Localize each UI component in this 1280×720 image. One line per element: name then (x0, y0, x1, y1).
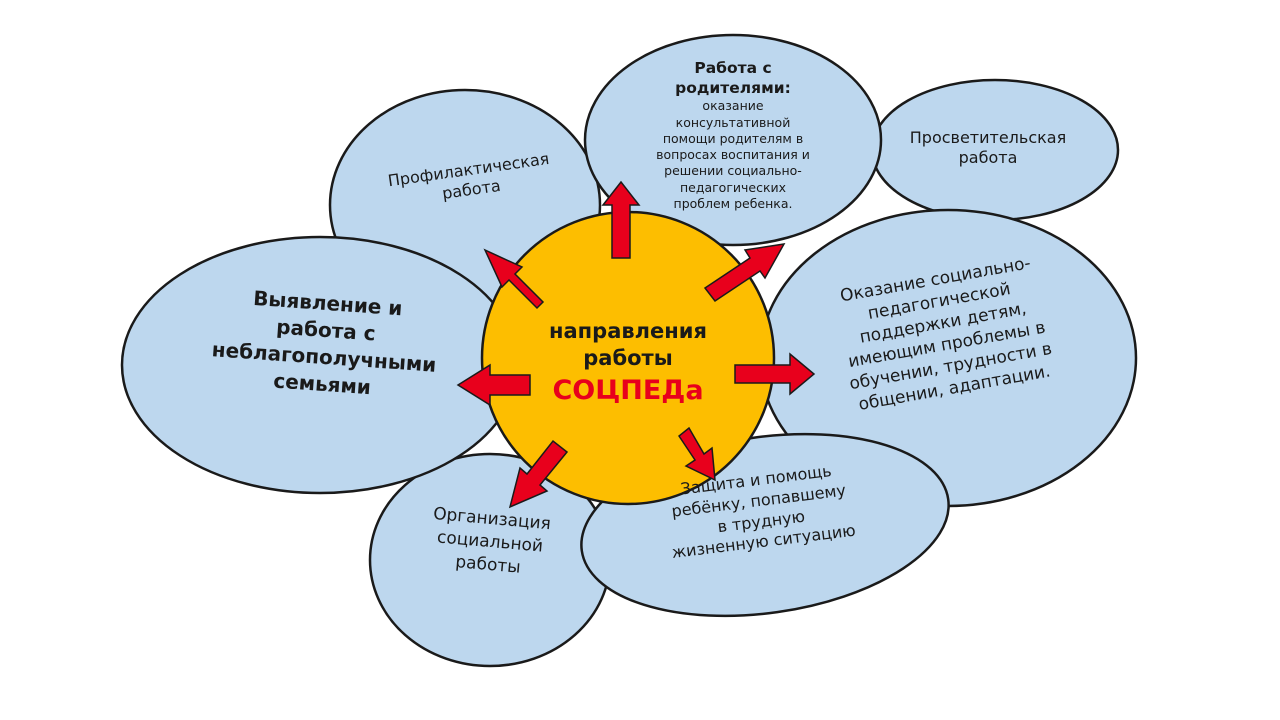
center-label: направления работы СОЦПЕДа (520, 318, 736, 408)
center-line-2: работы (583, 346, 673, 371)
arrow-to-support (734, 352, 816, 396)
parents-body-7: проблем ребенка. (673, 195, 793, 211)
parents-body-4: вопросах воспитания и (656, 147, 810, 163)
parents-label: Работа с родителями: оказание консультат… (628, 58, 838, 212)
arrow-to-prevention (483, 248, 545, 310)
parents-title-1: Работа с (694, 59, 772, 77)
center-line-1: направления (548, 319, 707, 343)
arrow-to-families (456, 363, 531, 407)
arrow-to-organization (508, 439, 569, 509)
parents-body-3: помощи родителям в (662, 130, 804, 146)
parents-body-5: решении социально- (664, 163, 802, 179)
parents-body-6: педагогических (679, 179, 787, 195)
arrow-to-support-top (703, 243, 786, 303)
education-line-1: Просветительская (909, 128, 1067, 147)
education-line-2: работа (958, 148, 1018, 167)
education-label: Просветительская работа (888, 128, 1088, 168)
arrow-to-parents (601, 180, 641, 259)
center-line-3: СОЦПЕДа (552, 374, 704, 406)
arrows-group (456, 180, 816, 509)
bubble-parents (583, 33, 883, 247)
parents-body-1: оказание (702, 98, 764, 114)
parents-body-2: консультативной (675, 114, 791, 130)
families-label: Выявление и работа с неблагополучными се… (187, 281, 464, 408)
parents-title-2: родителями: (675, 79, 791, 98)
organization-label: Организация социальной работы (407, 501, 572, 583)
arrow-to-protection (677, 426, 716, 482)
